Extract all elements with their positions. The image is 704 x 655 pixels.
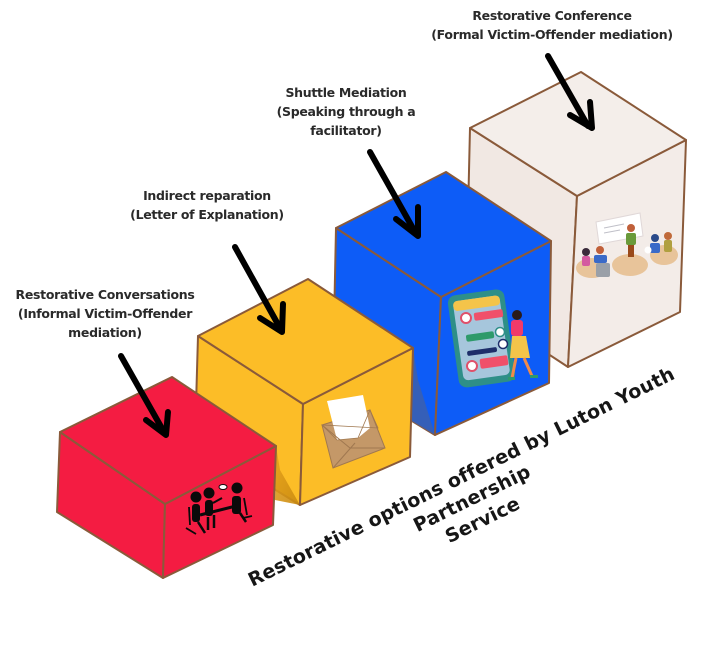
label-line: Indirect reparation	[143, 188, 271, 203]
diagram-canvas	[56, 53, 687, 579]
label-line: (Speaking through a	[276, 104, 416, 119]
step-label-indirect: Indirect reparation (Letter of Explanati…	[122, 186, 292, 224]
step-box-indirect	[194, 278, 414, 506]
label-line: facilitator)	[310, 123, 382, 138]
label-line: mediation)	[68, 325, 142, 340]
arrow-icon-conversations	[118, 353, 171, 438]
meeting-table-icon	[185, 482, 253, 535]
arrow-icon-conference	[545, 53, 595, 131]
step-label-conversations: Restorative Conversations (Informal Vict…	[4, 285, 206, 342]
label-line: (Letter of Explanation)	[130, 207, 284, 222]
box-top-face	[335, 171, 552, 298]
box-top-face	[59, 376, 277, 505]
envelope-letter-icon	[320, 395, 386, 469]
label-line: (Informal Victim-Offender	[17, 306, 193, 321]
step-box-conversations	[56, 376, 277, 579]
label-line: (Formal Victim-Offender mediation)	[431, 27, 673, 42]
step-label-shuttle: Shuttle Mediation (Speaking through a fa…	[274, 83, 418, 140]
label-line: Shuttle Mediation	[285, 85, 407, 100]
box-shadow	[275, 446, 300, 505]
arrow-icon-indirect	[232, 244, 286, 335]
step-label-conference: Restorative Conference (Formal Victim-Of…	[412, 6, 692, 44]
group-conference-icon	[576, 212, 678, 278]
box-top-face	[197, 278, 414, 405]
box-top-face	[469, 71, 687, 197]
label-line: Restorative Conference	[472, 8, 632, 23]
arrow-icon-shuttle	[367, 149, 421, 239]
label-line: Restorative Conversations	[15, 287, 195, 302]
box-shadow	[410, 348, 435, 435]
phone-chat-person-icon	[447, 289, 538, 388]
